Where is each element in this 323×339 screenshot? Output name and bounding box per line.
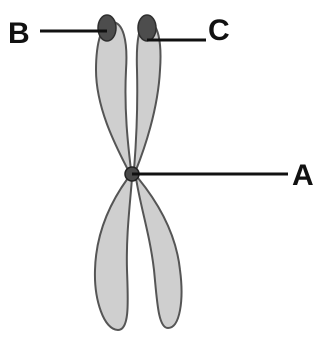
upper-right-chromatid-arm xyxy=(134,22,161,170)
upper-left-chromatid-arm xyxy=(96,22,131,170)
label-b: B xyxy=(8,17,30,50)
lower-left-chromatid-arm xyxy=(95,178,132,330)
telomere-b-marker xyxy=(98,15,116,41)
telomere-c-marker xyxy=(138,15,156,41)
lower-right-chromatid-arm xyxy=(136,178,182,328)
label-c: C xyxy=(208,14,230,47)
label-a: A xyxy=(292,159,314,192)
